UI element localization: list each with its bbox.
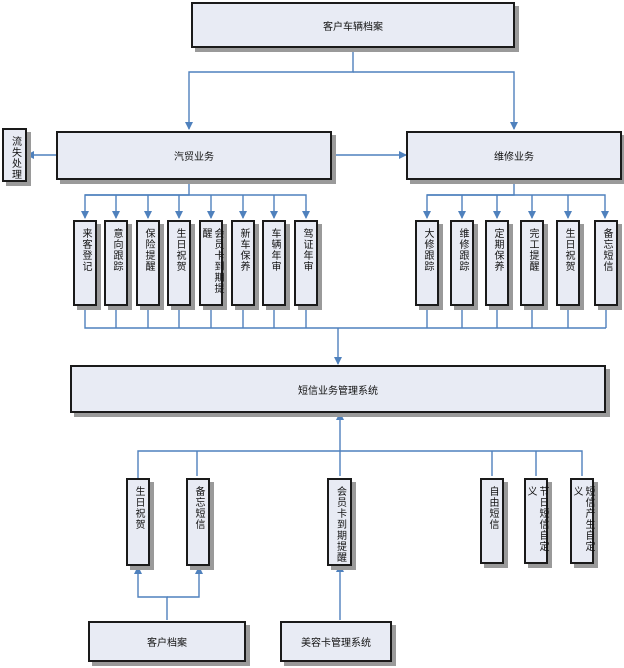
bottom-mid-item-label: 会员卡到期提醒 xyxy=(334,486,346,563)
repair-box: 维修业务 xyxy=(406,131,622,180)
sales-item-label: 驾证年审 xyxy=(301,228,312,272)
repair-label: 维修业务 xyxy=(494,152,534,163)
sales-item: 车辆年审 xyxy=(262,220,286,306)
repair-item-label: 生日祝贺 xyxy=(563,228,574,272)
bottom-left-item: 备忘短信 xyxy=(186,478,210,566)
bottom-right-item-label: 短信产生自定义 xyxy=(571,486,594,552)
bottom-right-item: 短信产生自定义 xyxy=(570,478,594,564)
sales-item-label: 意向跟踪 xyxy=(111,228,122,272)
repair-item-label: 维修跟踪 xyxy=(457,228,468,272)
sales-box: 汽贸业务 xyxy=(56,131,332,180)
bottom-right-item: 自由短信 xyxy=(480,478,504,564)
repair-item: 备忘短信 xyxy=(594,220,618,306)
lost-box: 流失处理 xyxy=(2,128,27,182)
repair-item: 大修跟踪 xyxy=(415,220,439,306)
sms-system-box: 短信业务管理系统 xyxy=(70,365,606,413)
root-box: 客户车辆档案 xyxy=(191,2,515,48)
customer-file-box: 客户档案 xyxy=(88,621,246,662)
repair-item: 定期保养 xyxy=(485,220,509,306)
sales-item: 保险提醒 xyxy=(136,220,160,306)
repair-item-label: 备忘短信 xyxy=(601,228,612,272)
beauty-card-system-box: 美容卡管理系统 xyxy=(280,621,392,662)
repair-item-label: 完工提醒 xyxy=(527,228,538,272)
root-label: 客户车辆档案 xyxy=(323,21,383,33)
sales-item: 新车保养 xyxy=(231,220,255,306)
sales-item: 意向跟踪 xyxy=(104,220,128,306)
sms-system-label: 短信业务管理系统 xyxy=(298,385,378,397)
sales-item: 会员卡到期提醒 xyxy=(199,220,223,306)
repair-item: 维修跟踪 xyxy=(450,220,474,306)
bottom-left-item: 生日祝贺 xyxy=(126,478,150,566)
repair-item-label: 大修跟踪 xyxy=(422,228,433,272)
bottom-right-item-label: 自由短信 xyxy=(487,486,498,530)
sales-item-label: 生日祝贺 xyxy=(174,228,185,272)
sales-item-label: 车辆年审 xyxy=(269,228,280,272)
bottom-left-item-label: 备忘短信 xyxy=(193,486,204,530)
repair-item: 完工提醒 xyxy=(520,220,544,306)
sales-item: 驾证年审 xyxy=(294,220,318,306)
customer-file-label: 客户档案 xyxy=(147,638,187,649)
sales-item: 生日祝贺 xyxy=(167,220,191,306)
bottom-left-item-label: 生日祝贺 xyxy=(133,486,144,530)
sales-item-label: 保险提醒 xyxy=(143,228,154,272)
lost-label: 流失处理 xyxy=(9,136,21,180)
sales-item-label: 新车保养 xyxy=(238,228,249,272)
repair-item-label: 定期保养 xyxy=(492,228,503,272)
bottom-right-item-label: 节日短信自定义 xyxy=(525,486,548,552)
beauty-card-system-label: 美容卡管理系统 xyxy=(301,638,371,649)
bottom-mid-item: 会员卡到期提醒 xyxy=(327,478,352,566)
sales-label: 汽贸业务 xyxy=(174,152,214,163)
bottom-right-item: 节日短信自定义 xyxy=(524,478,548,564)
repair-item: 生日祝贺 xyxy=(556,220,580,306)
sales-item-label: 会员卡到期提醒 xyxy=(200,228,223,294)
sales-item-label: 来客登记 xyxy=(80,228,91,272)
sales-item: 来客登记 xyxy=(73,220,97,306)
